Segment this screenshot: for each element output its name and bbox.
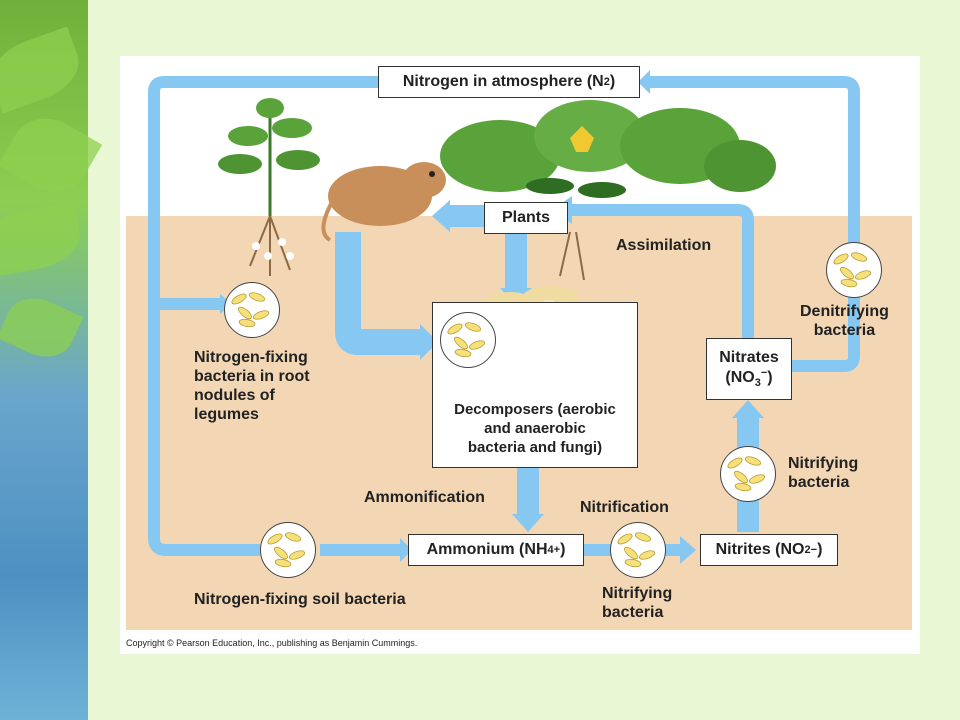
squash-plant-illustration: [440, 100, 776, 281]
leaf-decoration: [0, 26, 88, 114]
bacterium: [274, 546, 288, 560]
bacterium: [734, 470, 748, 484]
arrow-atmosphere-left: [148, 76, 378, 556]
bacterium: [634, 532, 652, 542]
bacterium: [231, 293, 247, 305]
atmosphere-label-subscript: 2: [603, 76, 610, 88]
ammonium-superscript: +: [553, 544, 561, 556]
ammonium-prefix: Ammonium (NH: [426, 541, 548, 558]
bacterium: [617, 533, 633, 545]
atmosphere-label-prefix: Nitrogen in atmosphere (N: [402, 73, 604, 90]
bacteria-rods: [617, 532, 656, 568]
bacterium: [274, 558, 292, 568]
root-bacteria-circle: [224, 282, 280, 338]
bacterium: [624, 558, 642, 568]
nitrites-superscript: −: [810, 544, 818, 556]
bacterium: [840, 278, 858, 288]
nitrites-subscript: 2: [804, 544, 811, 556]
bacterium: [833, 253, 849, 265]
arrow-denitrification: [650, 76, 860, 372]
nitrifying-bacteria-lower-label: Nitrifying bacteria: [602, 585, 673, 621]
bacterium: [464, 322, 482, 332]
nitrogen-fixing-root-label: Nitrogen-fixing bacteria in root nodules…: [194, 349, 310, 423]
bacterium: [850, 252, 868, 262]
denitrifying-bacteria-label: Denitrifying bacteria: [800, 303, 889, 339]
bacterium: [252, 310, 270, 320]
arrowhead-ammonification: [512, 514, 544, 532]
arrowhead-plants-left: [432, 200, 450, 232]
soil-bacteria-circle: [260, 522, 316, 578]
arrowhead-soil-ammonium: [400, 538, 412, 562]
copyright-text: Copyright © Pearson Education, Inc., pub…: [126, 638, 418, 648]
bacterium: [624, 546, 638, 560]
nitrates-line1: Nitrates: [719, 349, 779, 366]
nitrifying-bacteria-upper-label: Nitrifying bacteria: [788, 455, 859, 491]
bacteria-rods: [267, 532, 306, 568]
ammonification-label: Ammonification: [364, 489, 485, 506]
bacteria-rods: [447, 322, 486, 358]
bacterium: [447, 323, 463, 335]
bacterium: [727, 457, 743, 469]
bacteria-rods: [231, 292, 270, 328]
decorative-side-strip: [0, 0, 103, 720]
bacterium: [284, 532, 302, 542]
bacterium: [267, 533, 283, 545]
bacterium: [454, 348, 472, 358]
plants-box: Plants: [484, 202, 568, 234]
leaf-decoration: [0, 104, 103, 206]
nitrifying-bacteria-upper-circle: [720, 446, 776, 502]
denitrifying-bacteria-circle: [826, 242, 882, 298]
bacterium: [468, 340, 486, 350]
bacterium: [248, 292, 266, 302]
arrow-assimilation: [572, 204, 754, 338]
bacterium: [454, 336, 468, 350]
bacteria-rods: [727, 456, 766, 492]
ammonium-subscript: 4: [547, 544, 554, 556]
nitrates-superscript: −: [760, 367, 768, 379]
nitrates-box: Nitrates (NO3−): [706, 338, 792, 400]
arrowhead-nitrites: [680, 536, 696, 564]
bacterium: [238, 306, 252, 320]
nitrates-prefix: (NO: [725, 369, 755, 386]
assimilation-label: Assimilation: [616, 237, 712, 254]
decomposer-bacteria-circle: [440, 312, 496, 368]
bacteria-rods: [833, 252, 872, 288]
atmosphere-label-suffix: ): [609, 73, 616, 90]
nitrogen-fixing-soil-label: Nitrogen-fixing soil bacteria: [194, 591, 406, 608]
ammonium-suffix: ): [560, 541, 566, 558]
nitrifying-bacteria-lower-circle: [610, 522, 666, 578]
nitrification-label: Nitrification: [580, 499, 669, 516]
nitrates-subscript: 3: [754, 377, 761, 389]
legume-plant-illustration: [218, 98, 320, 276]
leaf-decoration: [0, 287, 84, 368]
rodent-illustration: [321, 162, 446, 242]
leaf-decoration: [0, 201, 85, 279]
bacterium: [734, 482, 752, 492]
bacterium: [638, 550, 656, 560]
arrow-consumer-decomposer: [335, 232, 420, 355]
nitrites-prefix: Nitrites (NO: [715, 541, 805, 558]
nitrates-suffix: ): [767, 369, 773, 386]
bacterium: [238, 318, 256, 328]
nitrites-suffix: ): [817, 541, 823, 558]
arrowhead-nitrates: [732, 400, 764, 418]
nitrates-line2: (NO3−): [725, 367, 772, 389]
bacterium: [854, 270, 872, 280]
bacterium: [748, 474, 766, 484]
decomposers-label: Decomposers (aerobic and anaerobic bacte…: [454, 401, 616, 456]
bacterium: [288, 550, 306, 560]
arrowhead-left: [638, 70, 650, 94]
arrowhead-decomposer: [420, 324, 438, 360]
bacterium: [840, 266, 854, 280]
plants-label: Plants: [501, 209, 550, 226]
bacterium: [744, 456, 762, 466]
